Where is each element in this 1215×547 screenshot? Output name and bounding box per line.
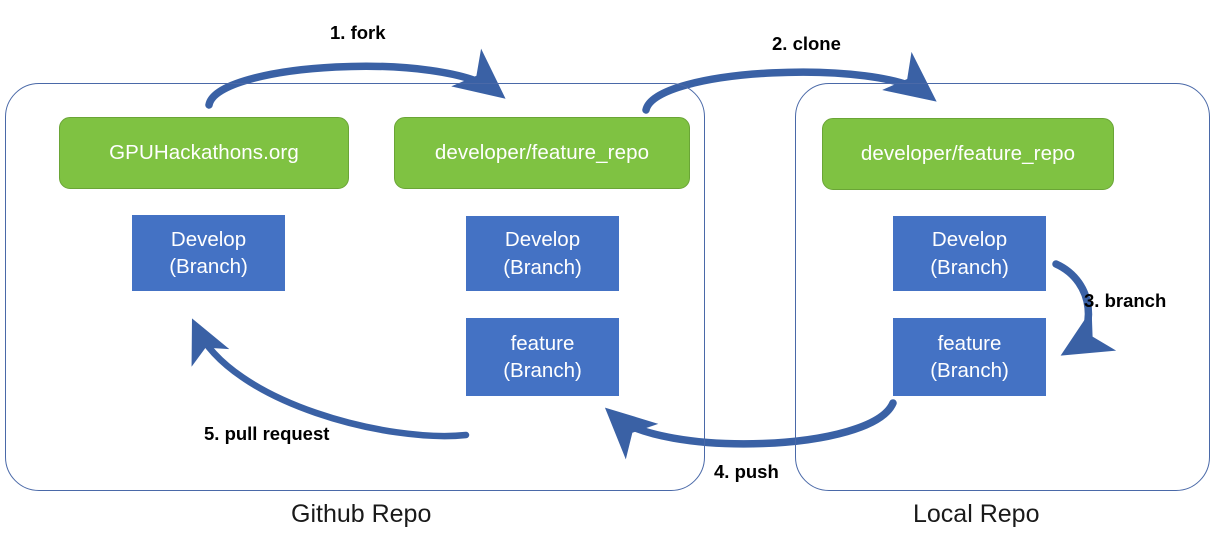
repo-box-github-fork[interactable]: developer/feature_repo	[394, 117, 690, 189]
branch-type: (Branch)	[930, 359, 1009, 382]
branch-box-local-develop[interactable]: Develop (Branch)	[893, 216, 1046, 291]
branch-box-fork-develop[interactable]: Develop (Branch)	[466, 216, 619, 291]
panel-github-repo	[5, 83, 705, 491]
arrow-fork	[205, 48, 506, 109]
step-label-clone: 2. clone	[772, 33, 841, 54]
repo-box-label: GPUHackathons.org	[109, 141, 299, 164]
branch-box-github-develop[interactable]: Develop (Branch)	[132, 215, 285, 291]
panel-caption-local-repo: Local Repo	[913, 500, 1040, 528]
arrow-clone	[642, 51, 937, 114]
arrow-push	[604, 399, 897, 460]
step-label-push: 4. push	[714, 461, 779, 482]
repo-box-gpuhackathons[interactable]: GPUHackathons.org	[59, 117, 349, 189]
branch-name: Develop	[504, 228, 581, 252]
branch-type: (Branch)	[503, 359, 582, 382]
arrow-pull-request	[191, 318, 470, 440]
step-label-fork: 1. fork	[330, 22, 386, 43]
step-label-branch: 3. branch	[1084, 290, 1167, 311]
branch-box-local-feature[interactable]: feature (Branch)	[893, 318, 1046, 396]
branch-name: feature	[510, 331, 575, 355]
branch-name: Develop	[931, 228, 1008, 252]
arrow-branch	[1052, 260, 1117, 356]
branch-type: (Branch)	[503, 255, 582, 279]
branch-type: (Branch)	[930, 255, 1009, 279]
branch-box-fork-feature[interactable]: feature (Branch)	[466, 318, 619, 396]
branch-type: (Branch)	[169, 255, 248, 278]
repo-box-label: developer/feature_repo	[434, 141, 650, 164]
repo-box-label: developer/feature_repo	[860, 142, 1076, 165]
panel-caption-github-repo: Github Repo	[291, 500, 432, 528]
branch-name: feature	[937, 331, 1002, 355]
branch-name: Develop	[170, 227, 247, 251]
panel-local-repo	[795, 83, 1210, 491]
step-label-pull-request: 5. pull request	[204, 423, 330, 444]
repo-box-local-clone[interactable]: developer/feature_repo	[822, 118, 1114, 190]
